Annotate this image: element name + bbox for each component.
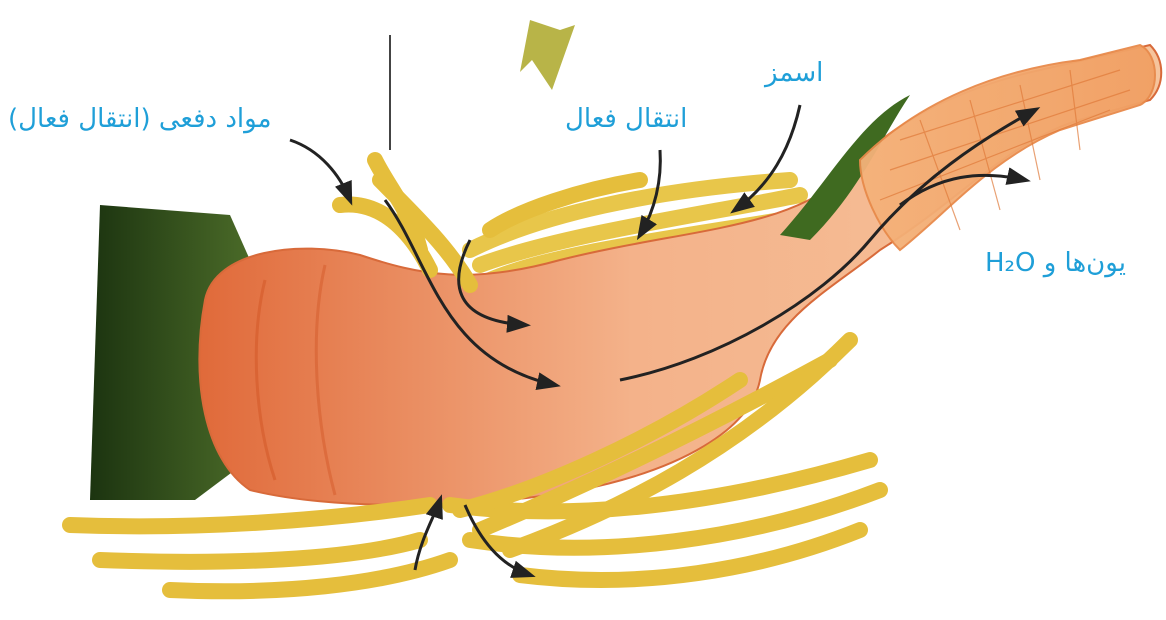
osmosis-label: اسمز xyxy=(765,58,823,88)
active-transport-label: انتقال فعال xyxy=(565,104,687,134)
ions-water-label: یون‌ها و H₂O xyxy=(985,248,1126,278)
tip-region xyxy=(860,45,1155,250)
excretion-label: مواد دفعی (انتقال فعال) xyxy=(8,104,272,134)
input-arrow-icon xyxy=(520,20,575,90)
